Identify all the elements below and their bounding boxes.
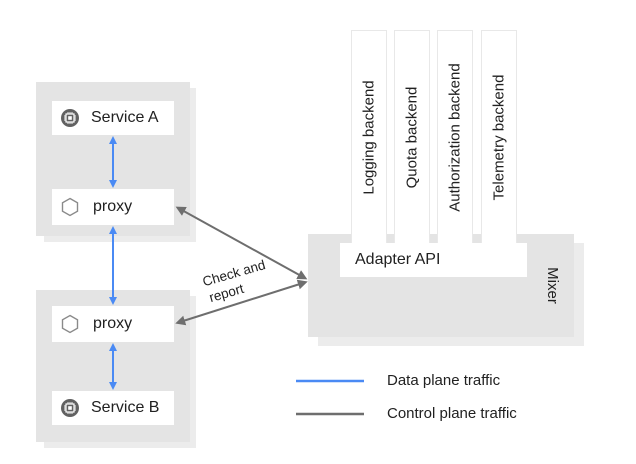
backend-logging: Logging backend [351,30,387,244]
service-a-box: Service A [52,101,174,135]
proxy-bottom-box: proxy [52,306,174,342]
backend-authorization: Authorization backend [437,30,473,244]
service-b-box: Service B [52,391,174,425]
backend-quota: Quota backend [394,30,430,244]
adapter-api-box: Adapter API [340,243,527,277]
legend-data-label: Data plane traffic [387,372,501,389]
hexagon-icon [60,314,80,334]
hexagon-icon [60,197,80,217]
legend-control-label: Control plane traffic [387,405,517,422]
chip-icon [61,399,79,417]
adapter-api-label: Adapter API [355,251,441,268]
service-b-label: Service B [91,399,160,416]
proxy-top-label: proxy [93,198,133,215]
control-arrow-proxy-bottom-mixer [175,279,308,326]
chip-icon [61,109,79,127]
control-arrow-proxy-top-mixer [175,206,308,280]
proxy-bottom-label: proxy [93,315,133,332]
proxy-top-box: proxy [52,189,174,225]
service-a-label: Service A [91,109,159,126]
